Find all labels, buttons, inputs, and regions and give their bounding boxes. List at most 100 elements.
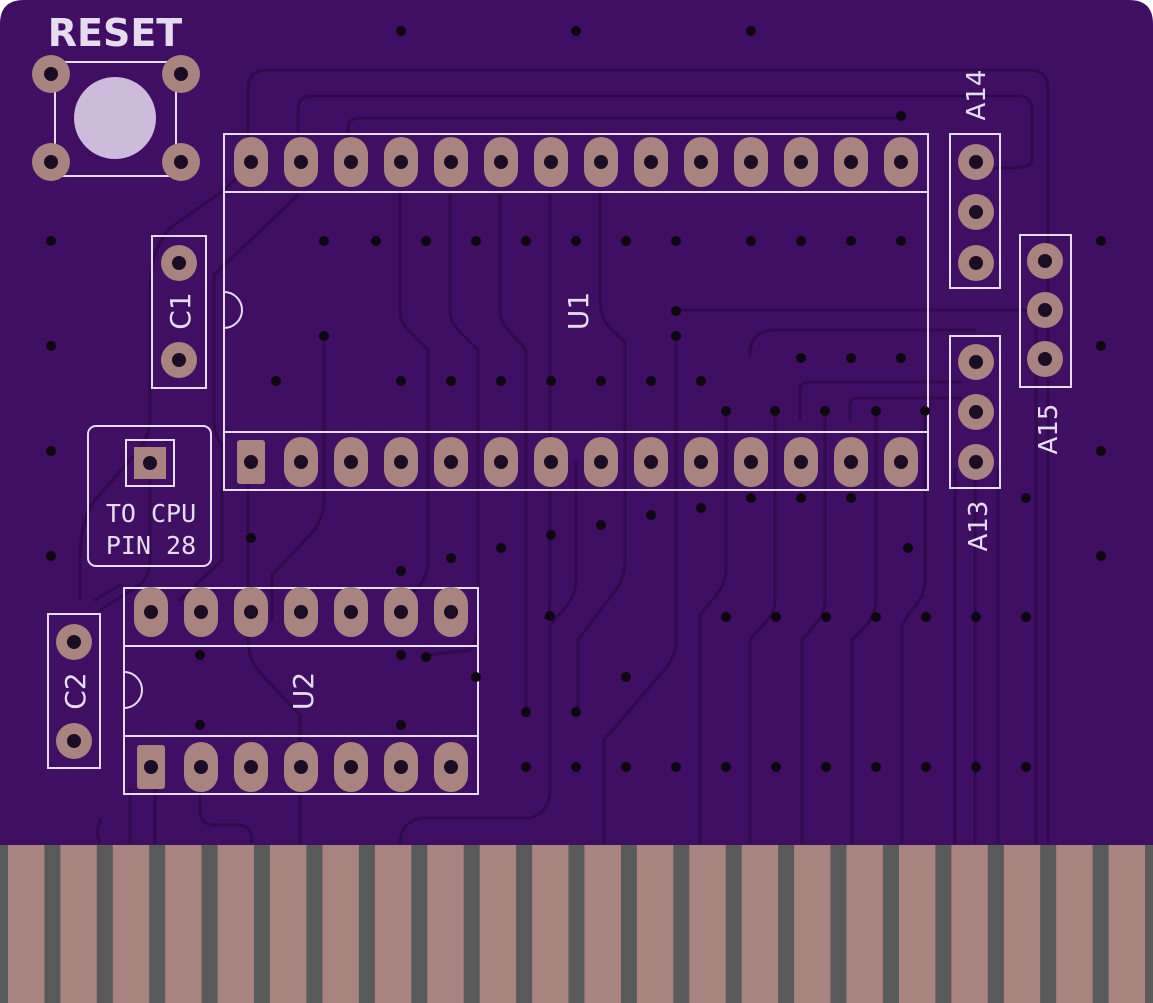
u2-label: U2	[287, 672, 320, 710]
via	[846, 353, 856, 363]
via	[646, 510, 656, 520]
u2-pin-14	[134, 587, 168, 637]
u2-pin-5	[334, 742, 368, 792]
edge-finger	[427, 845, 464, 1003]
u1-label: U1	[562, 292, 595, 330]
via	[396, 566, 406, 576]
u1-pin-18	[734, 137, 768, 187]
edge-finger	[951, 845, 988, 1003]
u1-pin-5	[434, 437, 468, 487]
via	[471, 236, 481, 246]
edge-finger	[1108, 845, 1145, 1003]
via	[671, 306, 681, 316]
c1-pin-2	[161, 342, 197, 378]
u1-pin-8	[584, 437, 618, 487]
edge-finger	[636, 845, 674, 1003]
u1-pin-21	[584, 137, 618, 187]
a14-pin-3	[958, 245, 994, 281]
u1-pin-2	[284, 437, 318, 487]
via	[646, 376, 656, 386]
a13-pin-1	[958, 344, 994, 380]
edge-finger	[8, 845, 45, 1003]
via	[396, 650, 406, 660]
via	[721, 406, 731, 416]
silkscreen-outlines	[47, 61, 1072, 795]
via	[371, 236, 381, 246]
u1-pin-6	[484, 437, 518, 487]
to-cpu-pad	[134, 447, 166, 479]
via	[896, 111, 906, 121]
via	[446, 376, 456, 386]
via	[771, 762, 781, 772]
pads	[32, 55, 1063, 792]
via	[546, 376, 556, 386]
vias	[46, 26, 1106, 772]
reset-button-cap[interactable]	[74, 77, 156, 159]
edge-finger	[165, 845, 202, 1003]
a14-pin-1	[958, 144, 994, 180]
u1-pin-26	[334, 137, 368, 187]
via	[571, 236, 581, 246]
via	[46, 236, 56, 246]
edge-finger	[270, 845, 307, 1003]
u1-pin-22	[534, 137, 568, 187]
edge-finger	[112, 845, 150, 1003]
a13-label: A13	[964, 501, 994, 552]
edge-finger	[1056, 845, 1093, 1003]
u1-pin-17	[784, 137, 818, 187]
via	[1096, 341, 1106, 351]
u1-pin-13	[834, 437, 868, 487]
via	[1021, 762, 1031, 772]
a15-label: A15	[1034, 404, 1064, 455]
via	[671, 236, 681, 246]
via	[571, 26, 581, 36]
edge-finger	[741, 845, 779, 1003]
via	[496, 376, 506, 386]
via	[696, 376, 706, 386]
edge-finger	[584, 845, 621, 1003]
u1-pin-11	[734, 437, 768, 487]
c2-pin-1	[56, 624, 92, 660]
to-cpu-label-line2: PIN 28	[106, 531, 196, 560]
a14-label: A14	[962, 70, 992, 121]
via	[796, 493, 806, 503]
u1-pin-19	[684, 137, 718, 187]
u2-pin-6	[384, 742, 418, 792]
via	[396, 376, 406, 386]
u2-pin-13	[184, 587, 218, 637]
via	[396, 720, 406, 730]
u1-pin-12	[784, 437, 818, 487]
u1-pin-7	[534, 437, 568, 487]
a13-outline	[949, 335, 1001, 489]
via	[821, 762, 831, 772]
a13-pin-3	[958, 444, 994, 480]
u1-pin-25	[384, 137, 418, 187]
u1-pin-15	[884, 137, 918, 187]
u2-pin-8	[434, 587, 468, 637]
edge-finger	[374, 845, 412, 1003]
u1-pin-16	[834, 137, 868, 187]
u1-outline	[223, 133, 929, 491]
via	[721, 762, 731, 772]
via	[871, 762, 881, 772]
u2-pin-1	[137, 745, 165, 789]
via	[246, 533, 256, 543]
via	[1096, 551, 1106, 561]
reset-pin-4	[162, 143, 200, 181]
edge-finger	[60, 845, 97, 1003]
u1-pin-3	[334, 437, 368, 487]
u2-pin-11	[284, 587, 318, 637]
via	[46, 551, 56, 561]
edge-finger	[532, 845, 569, 1003]
u2-pin-9	[384, 587, 418, 637]
via	[319, 236, 329, 246]
via	[596, 520, 606, 530]
via	[796, 236, 806, 246]
via	[821, 612, 831, 622]
c2-label: C2	[59, 672, 92, 709]
u2-pin-10	[334, 587, 368, 637]
a13-pin-2	[958, 394, 994, 430]
reset-pin-2	[162, 55, 200, 93]
u2-pin-3	[234, 742, 268, 792]
